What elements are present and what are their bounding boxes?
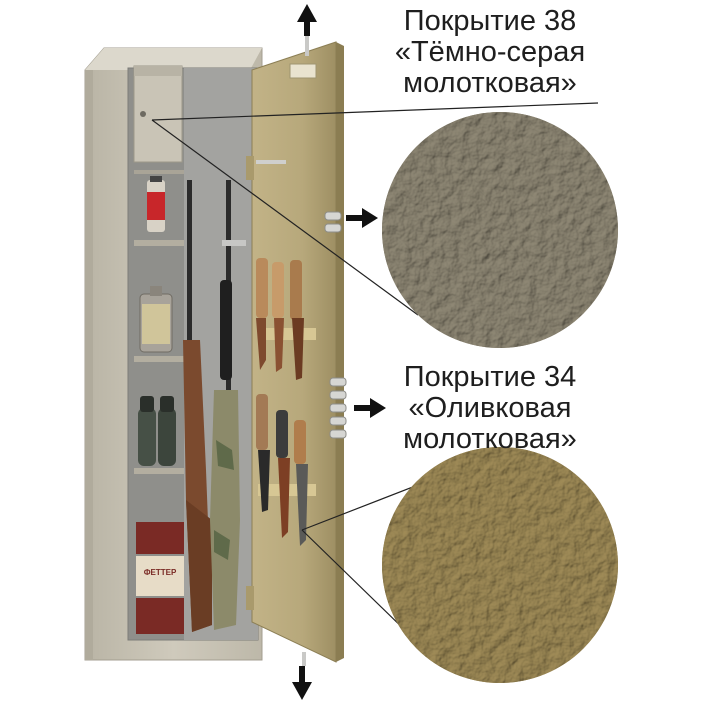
rifles: [183, 180, 246, 632]
arrow-up-icon: [297, 4, 317, 36]
coating-caption-38: Покрытие 38 «Тёмно-серая молотковая»: [380, 6, 600, 99]
coating-name-line1: «Тёмно-серая: [394, 36, 586, 68]
swatch-dark-grey-hammer: [382, 112, 618, 348]
swatch-olive-hammer: [382, 447, 618, 683]
arrow-right-icon: [354, 398, 386, 418]
coating-caption-34: Покрытие 34 «Оливковая молотковая»: [380, 362, 600, 455]
coating-title: Покрытие 38: [403, 5, 577, 37]
coating-name-line1: «Оливковая: [408, 392, 572, 424]
cabinet-door: [246, 41, 344, 663]
shelf-items: [136, 176, 184, 634]
coating-name-line2: молотковая»: [403, 67, 577, 99]
coating-name-line2: молотковая»: [403, 423, 577, 455]
ammo-box-label: ФЕТТЕР: [143, 568, 177, 577]
coating-title: Покрытие 34: [403, 361, 577, 393]
arrow-right-icon: [346, 208, 378, 228]
locking-bolts: [302, 32, 347, 666]
arrow-down-icon: [292, 666, 312, 700]
